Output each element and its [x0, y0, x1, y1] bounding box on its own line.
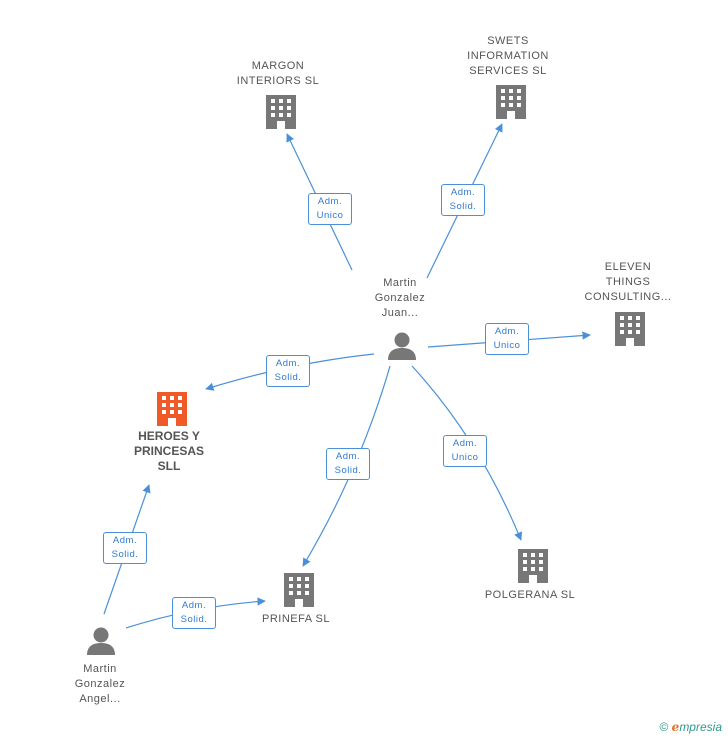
swets-label[interactable]: SWETS INFORMATION SERVICES SL [467, 35, 549, 77]
empresia-watermark: © empresia [659, 720, 722, 734]
edge-label-to-polgerana: Adm. Unico [443, 435, 487, 467]
swets-building-icon[interactable] [496, 85, 526, 119]
edge-label-angel-to-heroes: Adm. Solid. [103, 532, 147, 564]
copyright-symbol: © [659, 720, 669, 734]
edge-label-to-swets: Adm. Solid. [441, 184, 485, 216]
polgerana-building-icon[interactable] [518, 549, 548, 583]
margon-label[interactable]: MARGON INTERIORS SL [236, 60, 320, 87]
martin-juan-person-icon[interactable] [388, 332, 416, 361]
margon-building-icon[interactable] [266, 95, 296, 129]
edge-label-angel-to-prinefa: Adm. Solid. [172, 597, 216, 629]
polgerana-label[interactable]: POLGERANA SL [484, 589, 576, 601]
prinefa-building-icon[interactable] [284, 573, 314, 607]
martin-angel-person-icon[interactable] [87, 627, 115, 656]
eleven-building-icon[interactable] [615, 312, 645, 346]
edge-label-to-eleven: Adm. Unico [485, 323, 529, 355]
martin-angel-label[interactable]: Martin Gonzalez Angel... [74, 663, 126, 705]
brand-name: mpresia [679, 720, 722, 734]
prinefa-label[interactable]: PRINEFA SL [262, 613, 330, 625]
heroes-building-icon[interactable] [157, 392, 187, 426]
heroes-label[interactable]: HEROES Y PRINCESAS SLL [133, 429, 204, 473]
edge-label-to-margon: Adm. Unico [308, 193, 352, 225]
edge-label-to-prinefa: Adm. Solid. [326, 448, 370, 480]
eleven-label[interactable]: ELEVEN THINGS CONSULTING... [584, 261, 672, 303]
edge-label-to-heroes: Adm. Solid. [266, 355, 310, 387]
martin-juan-label[interactable]: Martin Gonzalez Juan... [374, 277, 426, 319]
brand-initial: e [671, 720, 680, 734]
